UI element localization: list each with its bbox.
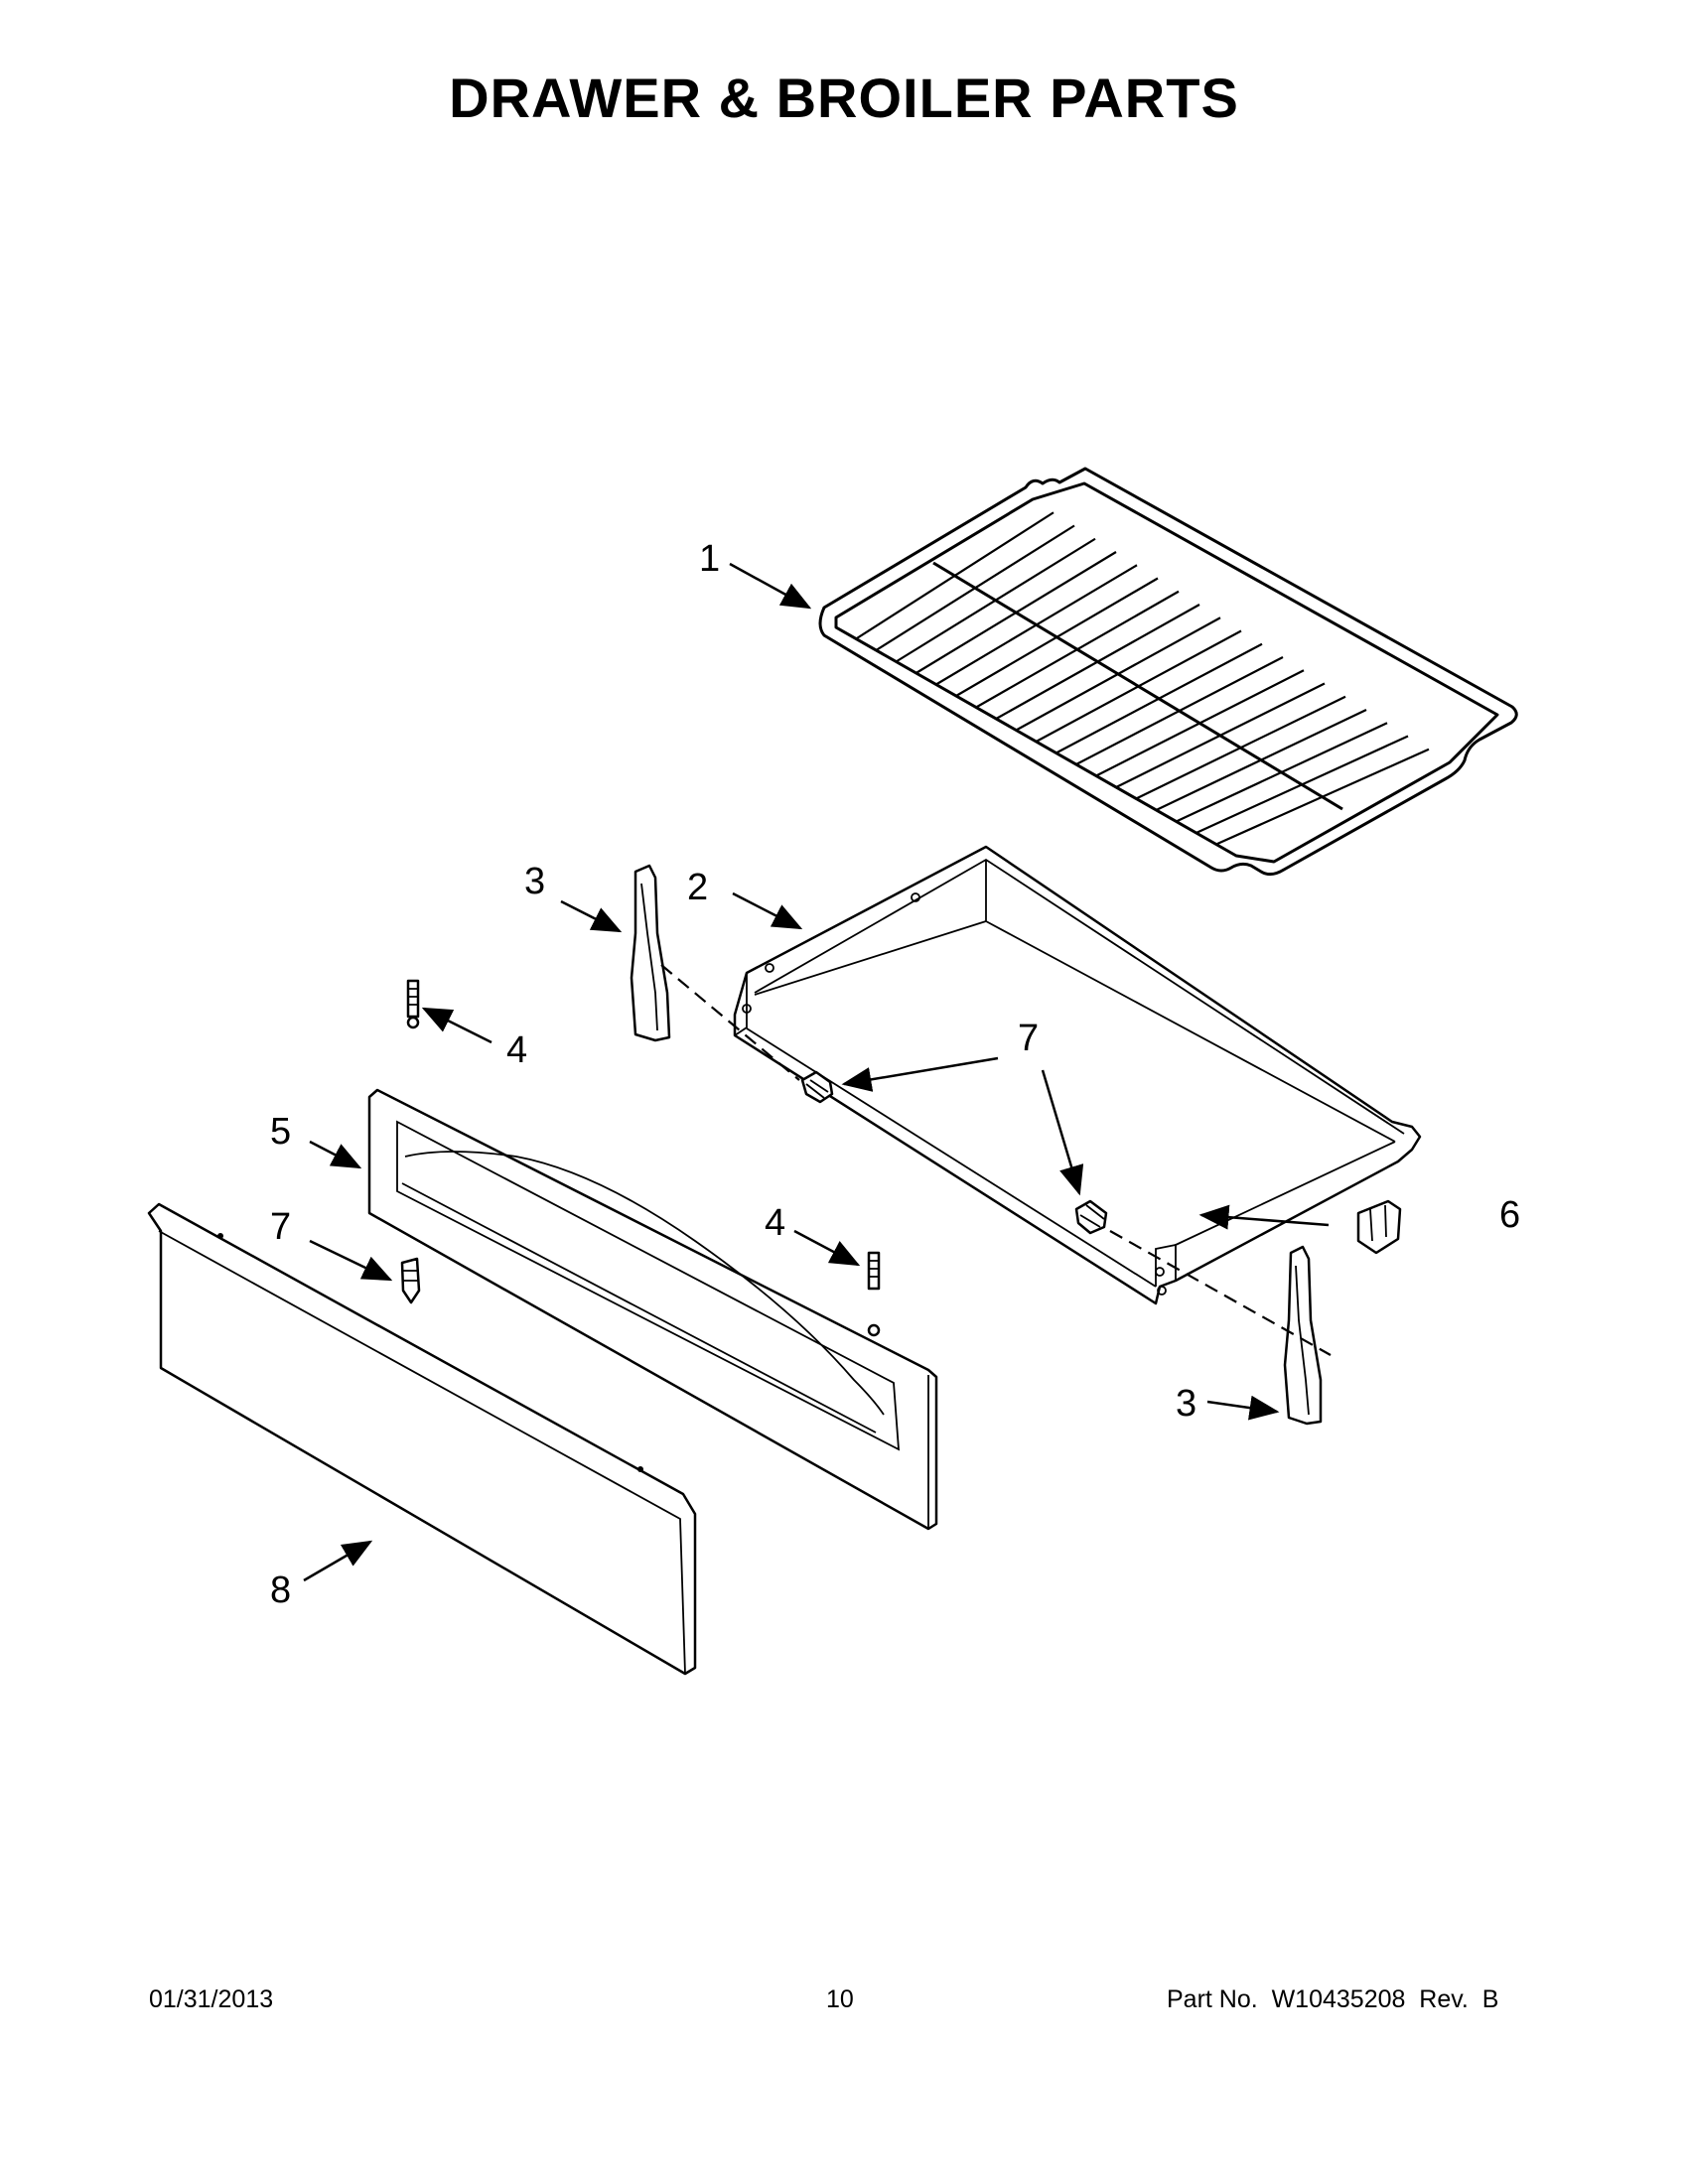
drawer-glide-right — [1283, 1245, 1323, 1426]
callout-8: 8 — [270, 1570, 291, 1611]
rack-center-bar — [932, 561, 1343, 811]
callout-3-left: 3 — [524, 861, 545, 902]
drawer-clip — [1356, 1199, 1402, 1255]
assembly-line-left — [660, 964, 800, 1081]
footer-part-number: Part No. W10435208 Rev. B — [1167, 1985, 1499, 2013]
broiler-rack — [818, 467, 1518, 877]
callout-6: 6 — [1499, 1194, 1520, 1236]
drawer-glide-left — [630, 864, 671, 1042]
callout-5: 5 — [270, 1111, 291, 1153]
callout-2: 2 — [687, 867, 708, 908]
callout-4-upper: 4 — [506, 1029, 527, 1071]
drawer-front-panel — [367, 1088, 938, 1531]
stud-right — [867, 1251, 881, 1337]
page-title: DRAWER & BROILER PARTS — [449, 67, 1239, 129]
callout-4-lower: 4 — [765, 1202, 785, 1244]
screw-front — [400, 1257, 421, 1304]
leader-arrows — [303, 562, 1330, 1582]
footer-page-number: 10 — [826, 1985, 854, 2013]
callout-1: 1 — [699, 538, 720, 580]
stud-left — [406, 979, 420, 1029]
broiler-drawer-pan — [733, 845, 1422, 1305]
drawer-outer-panel — [147, 1202, 697, 1676]
screw-lower — [1074, 1199, 1108, 1235]
footer-date: 01/31/2013 — [149, 1985, 274, 2013]
callout-3-right: 3 — [1176, 1383, 1196, 1425]
screw-upper — [800, 1070, 834, 1104]
callout-7-front: 7 — [270, 1206, 291, 1248]
callout-7-upper: 7 — [1018, 1018, 1039, 1059]
